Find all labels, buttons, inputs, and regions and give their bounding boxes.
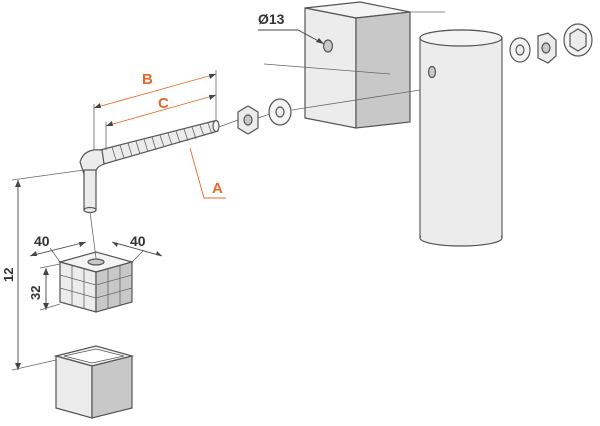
dimension-c: C bbox=[105, 94, 217, 150]
label-width-right: 40 bbox=[130, 233, 146, 249]
thread-marks bbox=[111, 122, 213, 161]
label-c: C bbox=[158, 95, 169, 112]
square-insert bbox=[57, 251, 135, 313]
dimension-height-insert: 32 bbox=[28, 263, 61, 311]
callout-a: A bbox=[189, 147, 226, 199]
label-height-total: 12 bbox=[1, 268, 16, 282]
label-b: B bbox=[142, 71, 153, 88]
square-post bbox=[304, 1, 445, 129]
axis-line bbox=[89, 211, 97, 259]
hinge-pin bbox=[79, 119, 220, 214]
post-hole-icon bbox=[322, 39, 334, 53]
dimension-width-left: 40 bbox=[29, 233, 87, 263]
right-nut bbox=[537, 32, 557, 64]
dimension-height-total: 12 bbox=[1, 169, 85, 371]
square-tube bbox=[53, 345, 135, 419]
dimension-width-right: 40 bbox=[111, 233, 163, 263]
right-washer bbox=[509, 37, 531, 63]
callout-diameter: Ø13 bbox=[258, 11, 325, 45]
label-diameter: Ø13 bbox=[258, 11, 285, 27]
center-nut bbox=[237, 105, 259, 135]
label-width-left: 40 bbox=[34, 233, 50, 249]
center-washer bbox=[268, 98, 292, 126]
tube-hole-icon bbox=[427, 65, 437, 79]
right-cap-nut bbox=[563, 23, 593, 57]
label-height-insert: 32 bbox=[28, 286, 43, 300]
label-a: A bbox=[212, 180, 223, 197]
round-tube bbox=[419, 29, 503, 247]
insert-hole-icon bbox=[87, 258, 105, 266]
